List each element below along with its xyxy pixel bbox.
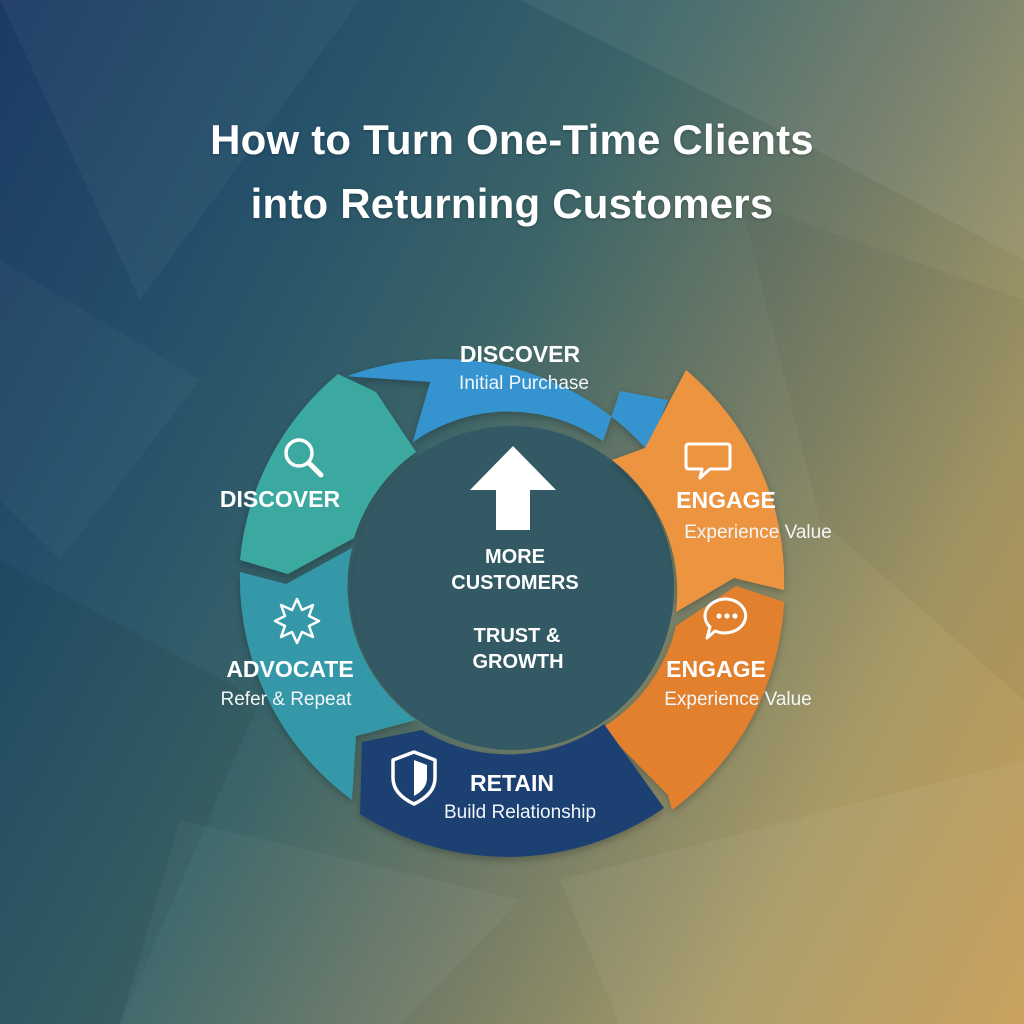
advocate-subtitle: Refer & Repeat (221, 689, 353, 710)
shield-icon (391, 750, 437, 806)
segment-engage-top (612, 370, 785, 612)
center-line-more: MORE (485, 546, 545, 568)
segment-retain (360, 724, 664, 857)
advocate-heading: ADVOCATE (226, 656, 353, 682)
center-line-growth: GROWTH (472, 651, 563, 673)
search-icon (284, 438, 324, 478)
page-title: How to Turn One-Time Clients into Return… (0, 108, 1024, 236)
retain-subtitle: Build Relationship (444, 802, 596, 823)
engage-top-heading: ENGAGE (676, 487, 776, 513)
center-line-customers: CUSTOMERS (451, 572, 578, 594)
engage-bottom-subtitle: Experience Value (664, 689, 812, 710)
segment-discover-left (240, 374, 416, 574)
arrow-up-icon (470, 446, 556, 530)
speech-bubble-icon (684, 442, 732, 480)
discover-top-subtitle: Initial Purchase (459, 373, 589, 394)
engage-top-subtitle: Experience Value (684, 522, 832, 543)
title-line-2: into Returning Customers (250, 180, 774, 227)
starburst-icon (273, 597, 321, 645)
segment-discover-top (346, 358, 668, 469)
center-disc (350, 426, 674, 750)
discover-top-heading: DISCOVER (460, 341, 581, 367)
segment-engage-bottom (602, 586, 784, 810)
engage-bottom-heading: ENGAGE (666, 656, 766, 682)
retain-heading: RETAIN (470, 770, 554, 796)
discover-left-heading: DISCOVER (220, 486, 341, 512)
title-line-1: How to Turn One-Time Clients (210, 116, 814, 163)
chat-dots-icon (703, 597, 748, 640)
center-line-trust: TRUST & (474, 625, 561, 647)
